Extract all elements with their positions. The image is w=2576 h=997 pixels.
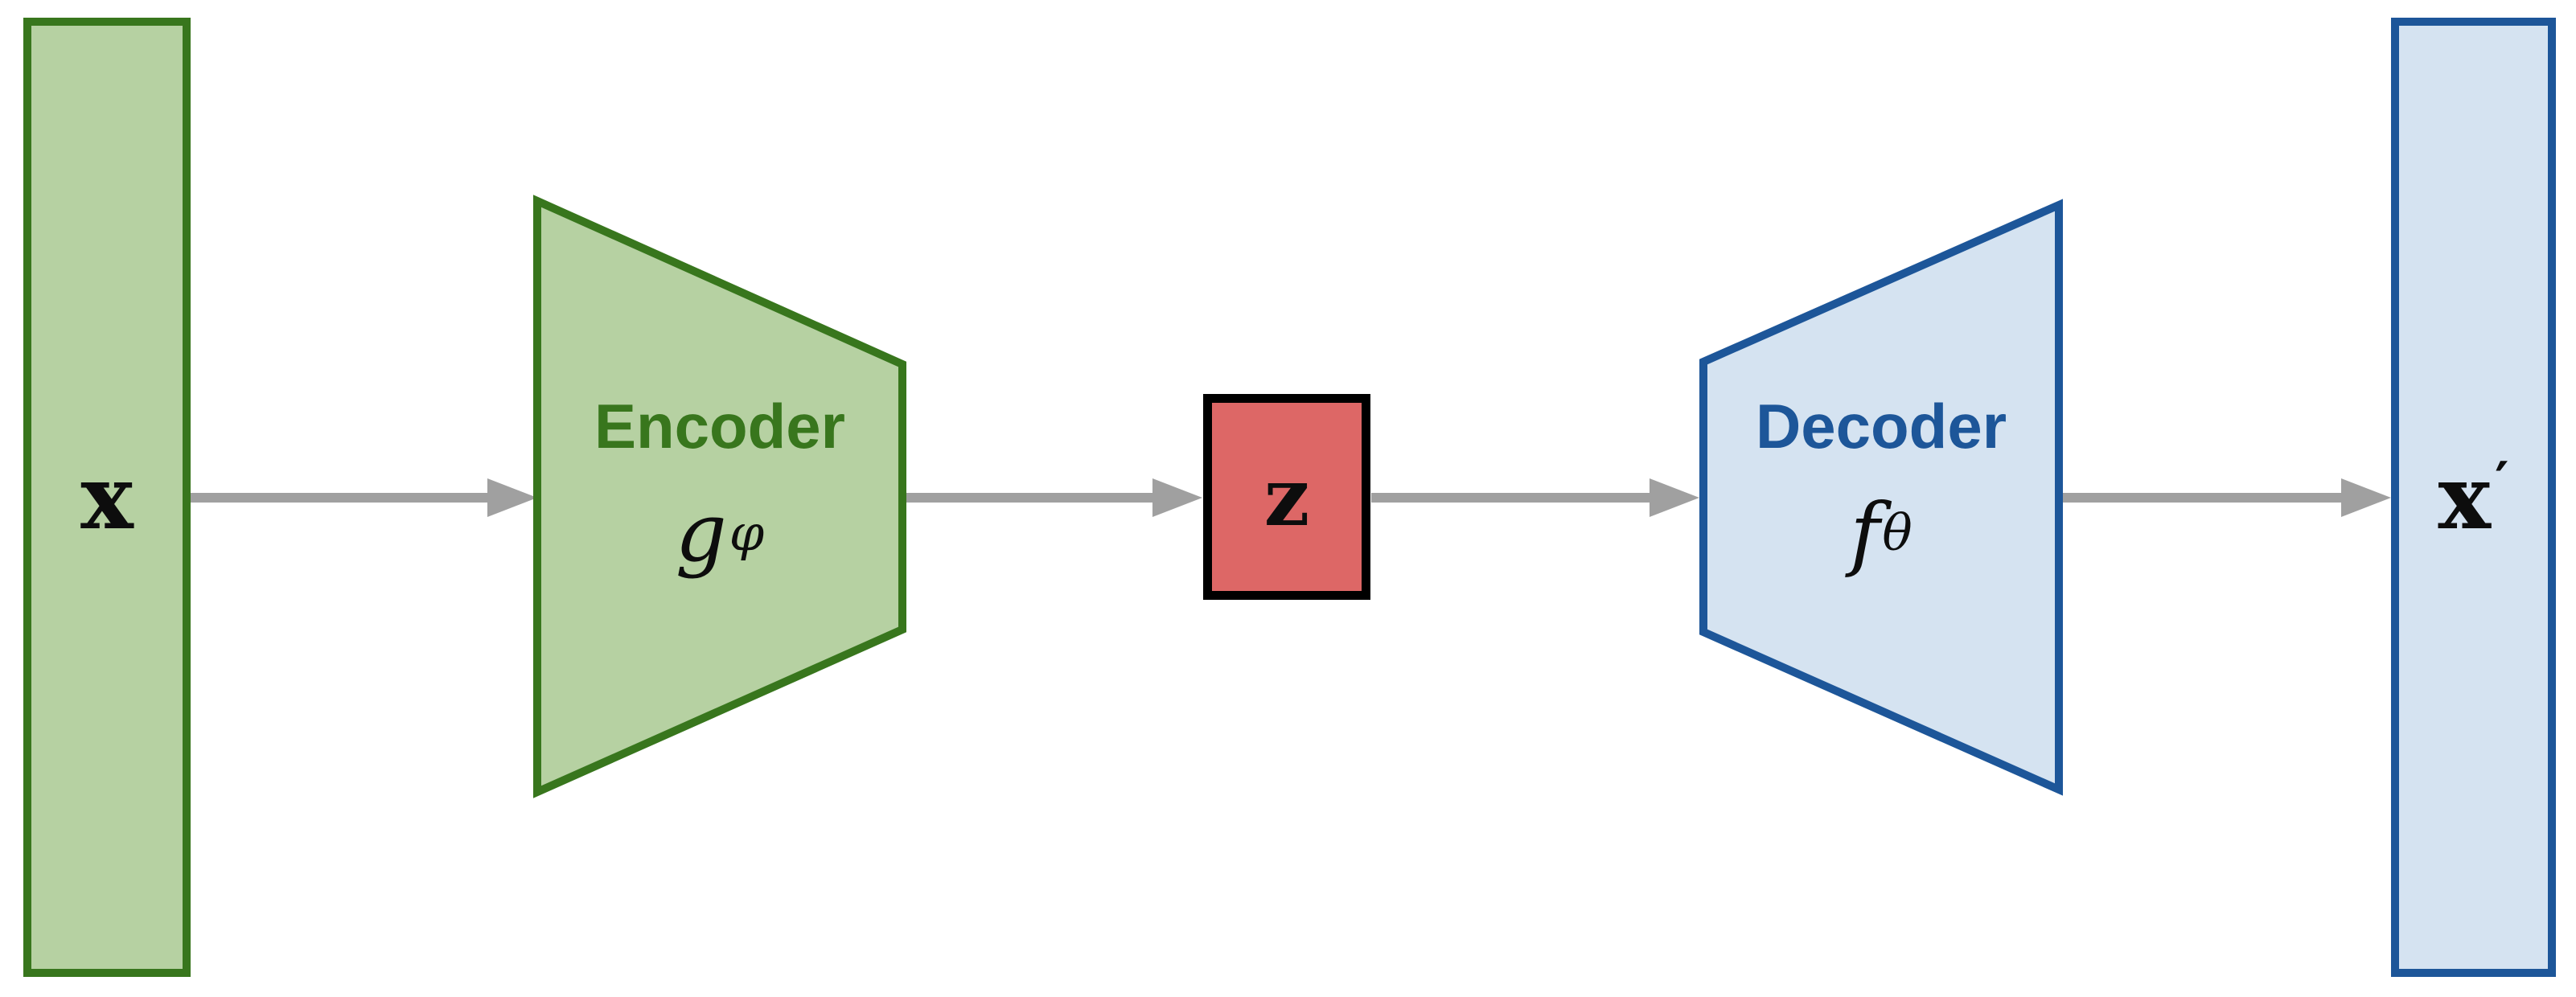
output-vector-node: x′ <box>2391 18 2556 977</box>
arrow-line-encoder-to-latent <box>906 493 1154 503</box>
input-label: x <box>80 445 134 549</box>
arrow-head-icon <box>1650 478 1699 517</box>
output-label-prime: ′ <box>2495 450 2509 514</box>
decoder-title: Decoder <box>1755 391 2007 462</box>
arrow-head-icon <box>2341 478 2391 517</box>
arrow-head-icon <box>1152 478 1202 517</box>
encoder-symbol-main: g <box>675 486 727 580</box>
output-label: x′ <box>2438 453 2509 542</box>
latent-label: z <box>1263 449 1310 544</box>
decoder-shape <box>1699 199 2063 796</box>
decoder-symbol-main: f <box>1850 486 1880 580</box>
latent-code-node: z <box>1203 394 1370 600</box>
decoder-trapezoid <box>1699 199 2063 796</box>
encoder-title: Encoder <box>594 391 846 462</box>
encoder-shape <box>533 195 906 798</box>
encoder-trapezoid <box>533 195 906 798</box>
input-vector-node: x <box>23 18 191 977</box>
arrow-head-icon <box>487 478 537 517</box>
arrow-line-latent-to-decoder <box>1371 493 1651 503</box>
arrow-line-decoder-to-output <box>2063 493 2343 503</box>
arrow-line-input-to-encoder <box>191 493 488 503</box>
output-label-main: x <box>2438 445 2492 549</box>
